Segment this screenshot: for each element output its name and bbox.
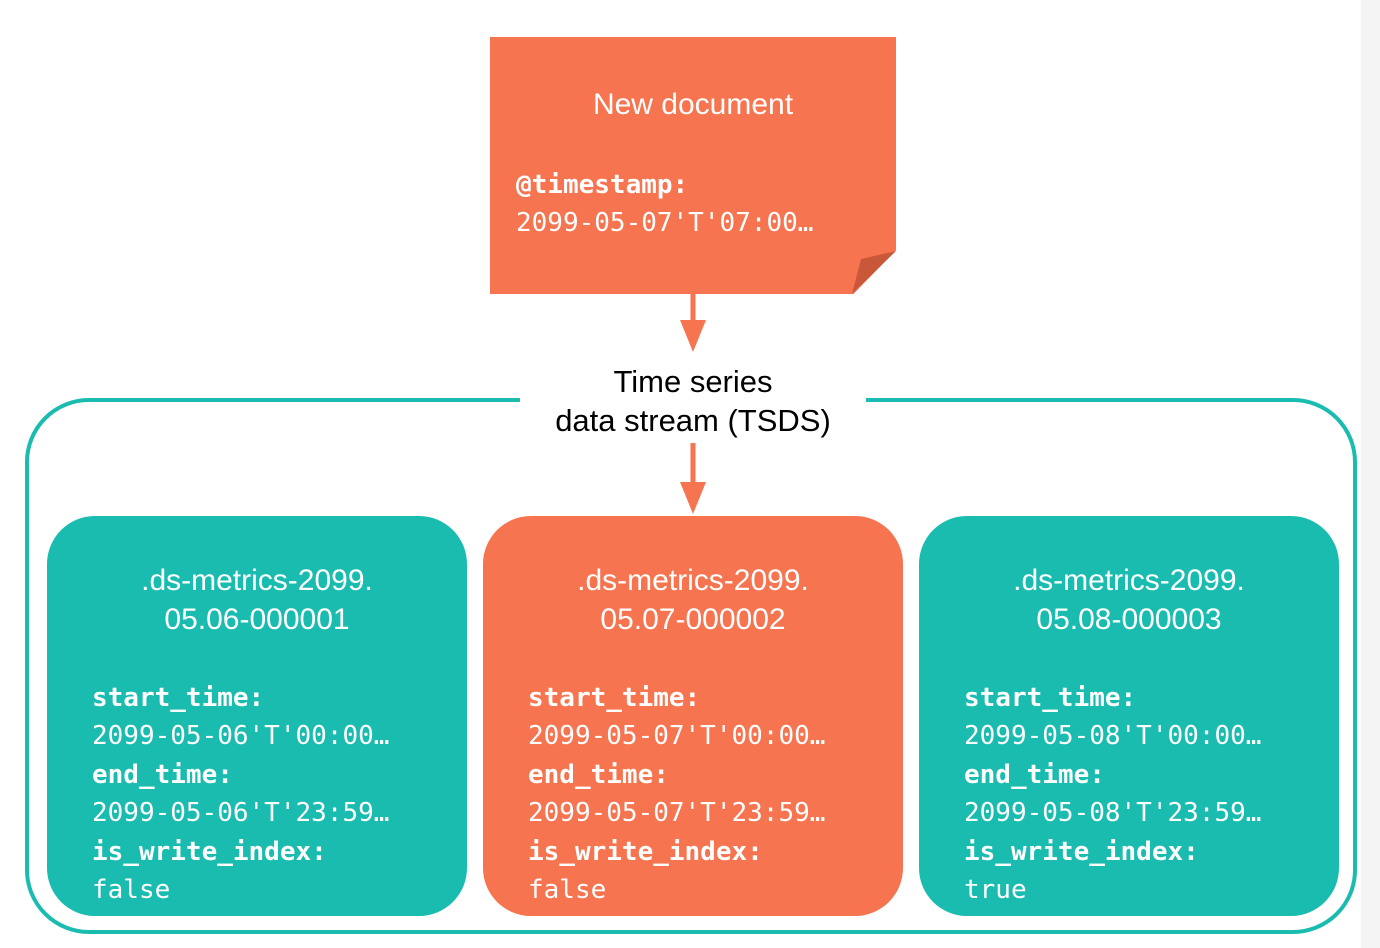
end-time-value: 2099-05-06'T'23:59… [92, 798, 390, 828]
start-time-value: 2099-05-08'T'00:00… [964, 721, 1262, 751]
is-write-index-value: false [528, 875, 607, 905]
new-document-title: New document [592, 88, 794, 121]
end-time-value: 2099-05-07'T'23:59… [528, 798, 826, 828]
index-name-line1: .ds-metrics-2099. [1013, 564, 1245, 597]
index-name-line2: 05.08-000003 [1036, 603, 1222, 636]
backing-index-3: .ds-metrics-2099. 05.08-000003 start_tim… [919, 516, 1339, 916]
new-document-note: New document @timestamp: 2099-05-07'T'07… [490, 37, 896, 294]
end-time-label: end_time: [528, 760, 669, 790]
end-time-label: end_time: [964, 760, 1105, 790]
tsds-title: Time series data stream (TSDS) [520, 362, 866, 440]
backing-index-1: .ds-metrics-2099. 05.06-000001 start_tim… [47, 516, 467, 916]
start-time-label: start_time: [92, 683, 265, 713]
is-write-index-value: false [92, 875, 171, 905]
end-time-label: end_time: [92, 760, 233, 790]
start-time-value: 2099-05-07'T'00:00… [528, 721, 826, 751]
right-edge-strip [1361, 0, 1380, 948]
index-name: .ds-metrics-2099. 05.08-000003 [919, 561, 1339, 639]
tsds-title-line2: data stream (TSDS) [555, 403, 831, 438]
start-time-label: start_time: [528, 683, 701, 713]
backing-index-2: .ds-metrics-2099. 05.07-000002 start_tim… [483, 516, 903, 916]
index-name: .ds-metrics-2099. 05.07-000002 [483, 561, 903, 639]
end-time-value: 2099-05-08'T'23:59… [964, 798, 1262, 828]
page-fold-corner [852, 251, 896, 294]
is-write-index-value: true [964, 875, 1027, 905]
index-name: .ds-metrics-2099. 05.06-000001 [47, 561, 467, 639]
is-write-index-label: is_write_index: [92, 837, 327, 867]
index-name-line1: .ds-metrics-2099. [577, 564, 809, 597]
index-name-line2: 05.06-000001 [164, 603, 350, 636]
index-name-line2: 05.07-000002 [600, 603, 786, 636]
is-write-index-label: is_write_index: [964, 837, 1199, 867]
timestamp-label: @timestamp: [516, 170, 689, 200]
index-name-line1: .ds-metrics-2099. [141, 564, 373, 597]
start-time-label: start_time: [964, 683, 1137, 713]
is-write-index-label: is_write_index: [528, 837, 763, 867]
arrow-doc-to-stream-head [680, 320, 706, 352]
start-time-value: 2099-05-06'T'00:00… [92, 721, 390, 751]
tsds-title-line1: Time series [613, 364, 773, 399]
arrow-stream-to-index-head [680, 482, 706, 514]
timestamp-value: 2099-05-07'T'07:00… [516, 208, 814, 238]
